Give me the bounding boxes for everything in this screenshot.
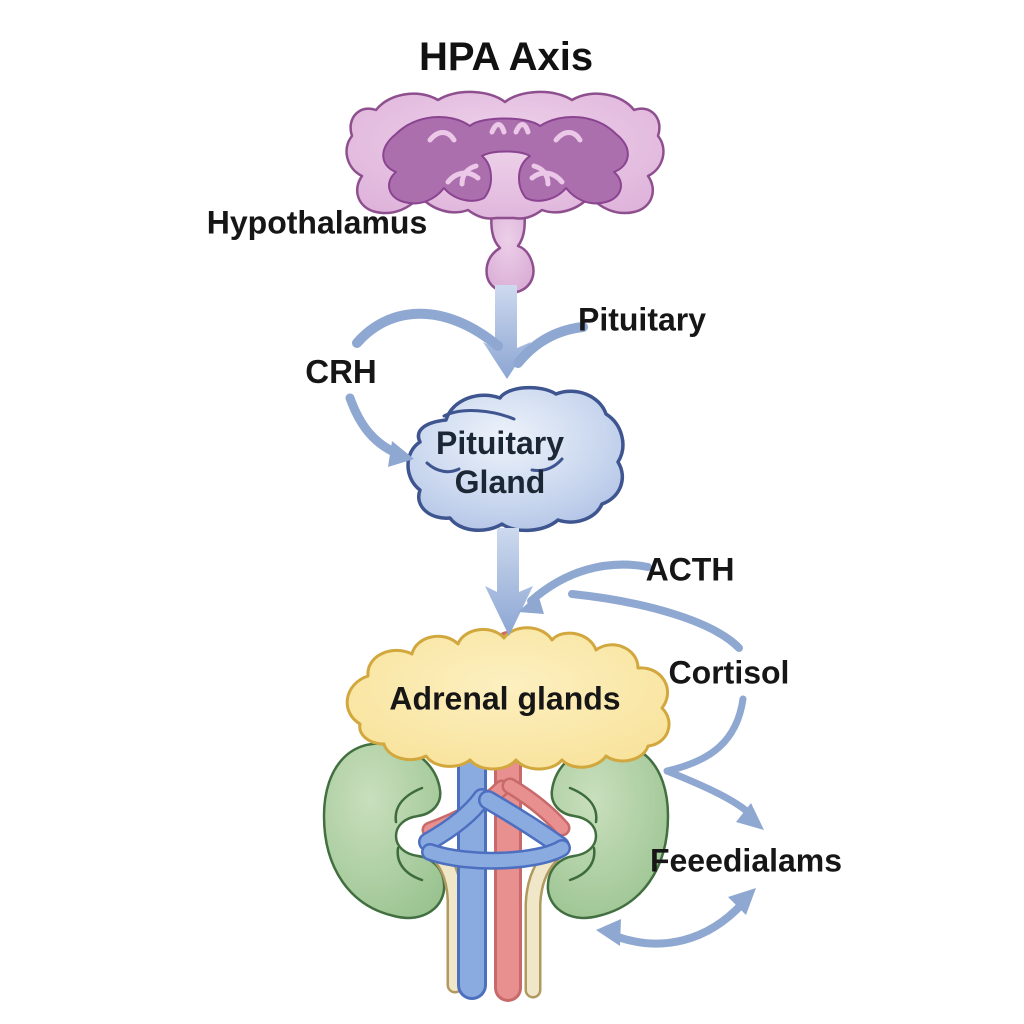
pituitary-pointer-label: Pituitary [577,301,707,338]
right-kidney [546,742,670,920]
pituitary-gland-label: Pituitary Gland [436,424,564,502]
kidneys-illustration [322,742,670,920]
pituitary-blob [406,385,625,533]
arrow-hypothalamus-to-pituitary [483,285,531,379]
arrow-pituitary-pointer [513,322,588,368]
arrow-crh-swoosh [352,308,503,351]
crh-label: CRH [305,352,377,390]
pituitary-gland-illustration [406,385,625,533]
hypothalamus-label: Hypothalamus [206,204,428,241]
arrow-acth-pointer [527,560,652,605]
arrow-feedback-double [611,899,747,948]
pituitary-gland-label-line1: Pituitary [435,425,565,461]
pituitary-creases [425,409,564,474]
diagram-title: HPA Axis [418,35,594,79]
arrow-feedback-left-head [596,919,621,946]
arrow-cortisol-to-feedback [663,695,755,819]
arrow-feedback-right-head [728,888,756,915]
flow-arrows [345,285,764,948]
cortisol-label: Cortisol [668,654,790,691]
adrenal-glands-illustration [345,626,671,771]
arc-acth-to-cortisol [568,590,743,652]
feedback-label: Feeedialams [649,842,843,879]
arrow-acth-head [518,594,544,614]
pituitary-stalk [485,203,535,294]
hypothalamus-squiggles [427,122,583,187]
arrow-crh [345,393,401,458]
acth-label: ACTH [645,551,735,588]
arrow-crh-head [388,441,414,467]
hypothalamus-inner [382,116,629,205]
adrenal-glands-label: Adrenal glands [389,680,621,717]
left-kidney [322,742,446,920]
arrow-cortisol-head [736,803,764,830]
left-kidney-hilum-line [394,786,424,882]
hypothalamus-illustration [345,90,665,294]
arrow-pituitary-to-adrenal [485,528,533,636]
pituitary-gland-label-line2: Gland [454,464,546,500]
right-kidney-hilum-line [568,786,598,882]
